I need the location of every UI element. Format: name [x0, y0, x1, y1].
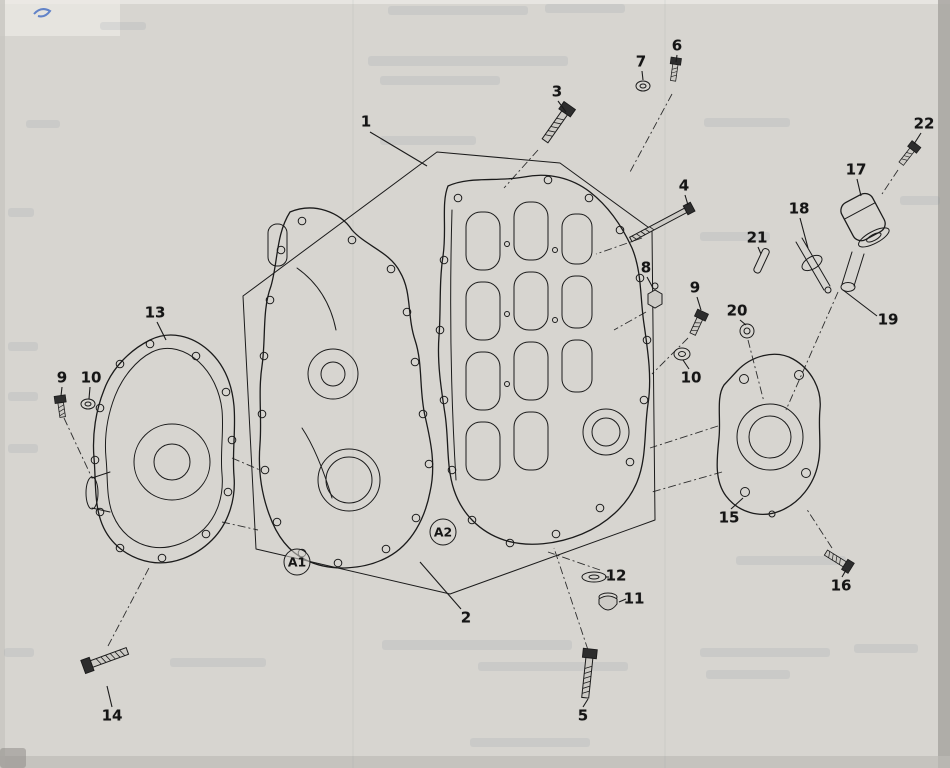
callout-7-6: 7	[635, 52, 647, 71]
callout-15-16: 15	[718, 508, 740, 527]
pin	[753, 248, 770, 274]
gasket-plate	[257, 207, 434, 569]
callout-4-3: 4	[678, 176, 690, 195]
bolt-9-right	[689, 308, 709, 336]
balloon-A1: A1	[283, 548, 311, 576]
callout-6-5: 6	[671, 36, 683, 55]
callout-18-19: 18	[788, 199, 810, 218]
callout-1-0: 1	[360, 112, 372, 131]
callout-3-2: 3	[551, 82, 563, 101]
o-ring	[739, 323, 755, 339]
washers	[80, 80, 691, 410]
callout-11-12: 11	[623, 589, 645, 608]
callout-17-18: 17	[845, 160, 867, 179]
retainer-housing	[716, 353, 821, 518]
callout-9-10: 9	[56, 368, 68, 387]
ribbed-case-half	[435, 174, 652, 548]
bolt-16	[823, 549, 855, 574]
callout-9-8: 9	[689, 278, 701, 297]
callout-5-4: 5	[577, 706, 589, 725]
callout-2-1: 2	[460, 608, 472, 627]
bolt-9-left	[53, 394, 67, 418]
bolt-3	[541, 100, 577, 144]
callout-16-17: 16	[830, 576, 852, 595]
callout-20-21: 20	[726, 301, 748, 320]
callout-13-14: 13	[144, 303, 166, 322]
stud-4	[628, 201, 696, 243]
callout-8-7: 8	[640, 258, 652, 277]
balloon-A2: A2	[429, 518, 457, 546]
drain-plug	[581, 571, 618, 611]
callout-leader-lines	[60, 54, 922, 708]
callout-14-15: 14	[101, 706, 123, 725]
side-cover	[85, 334, 237, 564]
speedometer-driven-gear	[795, 237, 832, 294]
callout-10-9: 10	[680, 368, 702, 387]
bolt-5	[581, 647, 598, 699]
callout-12-13: 12	[605, 566, 627, 585]
bleed-through-text	[4, 0, 940, 768]
callout-19-20: 19	[877, 310, 899, 329]
bolt-14	[80, 647, 130, 675]
bolt-22	[898, 140, 922, 166]
callout-22-23: 22	[913, 114, 935, 133]
speedometer-sleeve	[840, 192, 890, 292]
callout-10-11: 10	[80, 368, 102, 387]
pen-mark	[33, 8, 52, 18]
assembly-alignment-lines	[63, 93, 899, 651]
callout-21-22: 21	[746, 228, 768, 247]
breather-plug	[647, 282, 663, 309]
